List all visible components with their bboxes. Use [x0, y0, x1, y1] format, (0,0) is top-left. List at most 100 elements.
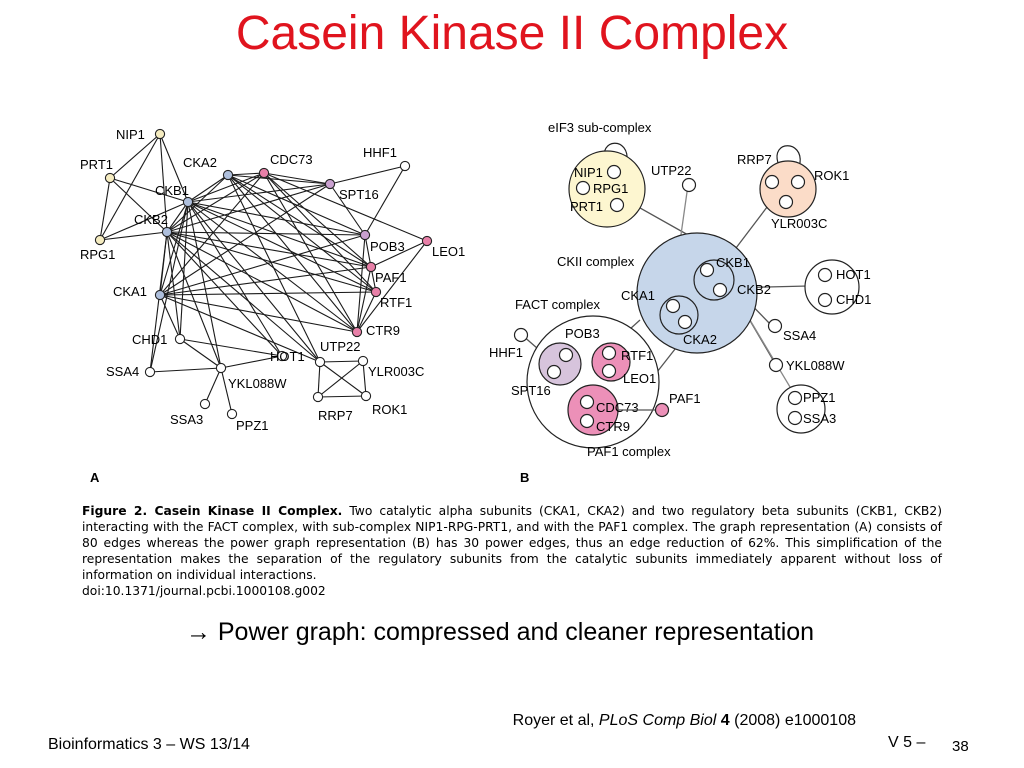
edge-cka1-ctr9	[159, 294, 358, 333]
edge-cdc73-ctr9	[263, 172, 358, 333]
b-label-ckb1: CKB1	[716, 255, 750, 270]
b-label-cdc73: CDC73	[596, 400, 639, 415]
b-label-ppz1: PPZ1	[803, 390, 836, 405]
label-cdc73: CDC73	[270, 152, 313, 167]
edge-ckb2-hot1	[166, 231, 283, 357]
edge-ckb2-pob3	[166, 231, 366, 236]
node-prt1	[104, 172, 116, 184]
label-cka2: CKA2	[183, 155, 217, 170]
edge-hhf1-pob3	[364, 165, 406, 236]
label-rpg1: RPG1	[80, 247, 115, 262]
b-label-rtf1: RTF1	[621, 348, 653, 363]
b-node-rpg1	[575, 180, 591, 196]
panel-a-label: A	[90, 470, 100, 485]
b-label-prt1: PRT1	[570, 199, 603, 214]
edge-paf1-leo1	[370, 240, 428, 268]
edge-cka2-cdc73	[227, 172, 265, 176]
b-node-spt16	[546, 364, 562, 380]
node-hot1	[276, 350, 288, 362]
edge-hot1-ykl088w	[220, 355, 283, 369]
edge-ckb1-cdc73	[187, 172, 265, 203]
b-label-ctr9: CTR9	[596, 419, 630, 434]
b-label-leo1: LEO1	[623, 371, 656, 386]
label-spt16: SPT16	[339, 187, 379, 202]
b-node-pob3	[558, 347, 574, 363]
edge-cka2-pob3	[227, 174, 366, 236]
b-label-ssa3: SSA3	[803, 411, 836, 426]
reference-year: (2008) e1000108	[729, 712, 856, 729]
tagline: → Power graph: compressed and cleaner re…	[185, 618, 815, 646]
edge-ckb1-ykl088w	[187, 201, 222, 369]
label-rok1: ROK1	[372, 402, 407, 417]
graph-a-edges	[99, 133, 428, 415]
eif3-subcomplex-group	[568, 150, 646, 228]
label-ykl088w: YKL088W	[228, 376, 287, 391]
edge-nip1-rpg1	[99, 133, 161, 241]
node-ykl088w	[215, 362, 227, 374]
footer-course: Bioinformatics 3 – WS 13/14	[48, 736, 250, 753]
edge-cka1-paf1	[159, 266, 372, 296]
node-cka2	[222, 169, 234, 181]
edge-cka1-utp22	[159, 294, 321, 363]
node-cka1	[154, 289, 166, 301]
caption-body: Two catalytic alpha subunits (CKA1, CKA2…	[82, 504, 942, 582]
label-prt1: PRT1	[80, 157, 113, 172]
b-node-rrp7	[764, 174, 780, 190]
edge-cka1-cdc73	[159, 172, 265, 296]
b-node-paf1	[654, 402, 670, 418]
b-node-cka2	[677, 314, 693, 330]
edge-ckb1-rtf1	[187, 201, 377, 293]
label-hhf1: HHF1	[363, 145, 397, 160]
node-hhf1	[399, 160, 411, 172]
label-chd1: CHD1	[132, 332, 167, 347]
node-leo1	[421, 235, 433, 247]
label-cka1: CKA1	[113, 284, 147, 299]
node-ckb2	[161, 226, 173, 238]
b-node-chd1	[817, 292, 833, 308]
edge-prt1-ckb1	[109, 177, 189, 203]
b-label-hhf1: HHF1	[489, 345, 523, 360]
reference: Royer et al, PLoS Comp Biol 4 (2008) e10…	[513, 712, 856, 730]
edge-cka2-paf1	[227, 174, 372, 268]
node-ppz1	[226, 408, 238, 420]
edge-ssa4-ykl088w	[149, 367, 222, 373]
panel-b-label: B	[520, 470, 529, 485]
edge-cka1-rtf1	[159, 291, 377, 296]
edge-cdc73-rtf1	[263, 172, 377, 293]
figure-caption: Figure 2. Casein Kinase II Complex. Two …	[82, 503, 942, 599]
edge-nip1-prt1	[109, 133, 161, 179]
node-cdc73	[258, 167, 270, 179]
edge-ckb1-hot1	[187, 201, 283, 357]
b-label-cka1: CKA1	[621, 288, 655, 303]
label-rtf1: RTF1	[380, 295, 412, 310]
reference-volume: 4	[720, 712, 730, 729]
node-ssa4	[144, 366, 156, 378]
edge-ckb2-ctr9	[166, 231, 358, 333]
label-ckb2: CKB2	[134, 212, 168, 227]
b-label-cka2: CKA2	[683, 332, 717, 347]
b-node-hot1	[817, 267, 833, 283]
b-node-rtf1	[601, 345, 617, 361]
edge-rpg1-ckb2	[99, 231, 168, 241]
edge-nip1-ckb1	[159, 133, 189, 203]
node-ssa3	[199, 398, 211, 410]
edge-ckb1-utp22	[187, 201, 321, 363]
label-ylr003c: YLR003C	[368, 364, 424, 379]
label-ctr9: CTR9	[366, 323, 400, 338]
b-node-ctr9	[579, 413, 595, 429]
b-label-rrp7: RRP7	[737, 152, 772, 167]
label-pob3: POB3	[370, 239, 405, 254]
b-label-ylr003c: YLR003C	[771, 216, 827, 231]
edge-ckb2-ssa4	[149, 231, 168, 373]
label-hot1: HOT1	[270, 349, 305, 364]
node-pob3	[359, 229, 371, 241]
edge-ylr003c-rok1	[362, 360, 367, 397]
edge-pob3-ctr9	[356, 234, 366, 333]
b-label-ykl088w: YKL088W	[786, 358, 845, 373]
node-ylr003c	[357, 355, 369, 367]
node-rok1	[360, 390, 372, 402]
label-rrp7: RRP7	[318, 408, 353, 423]
b-node-leo1	[601, 363, 617, 379]
node-rrp7	[312, 391, 324, 403]
